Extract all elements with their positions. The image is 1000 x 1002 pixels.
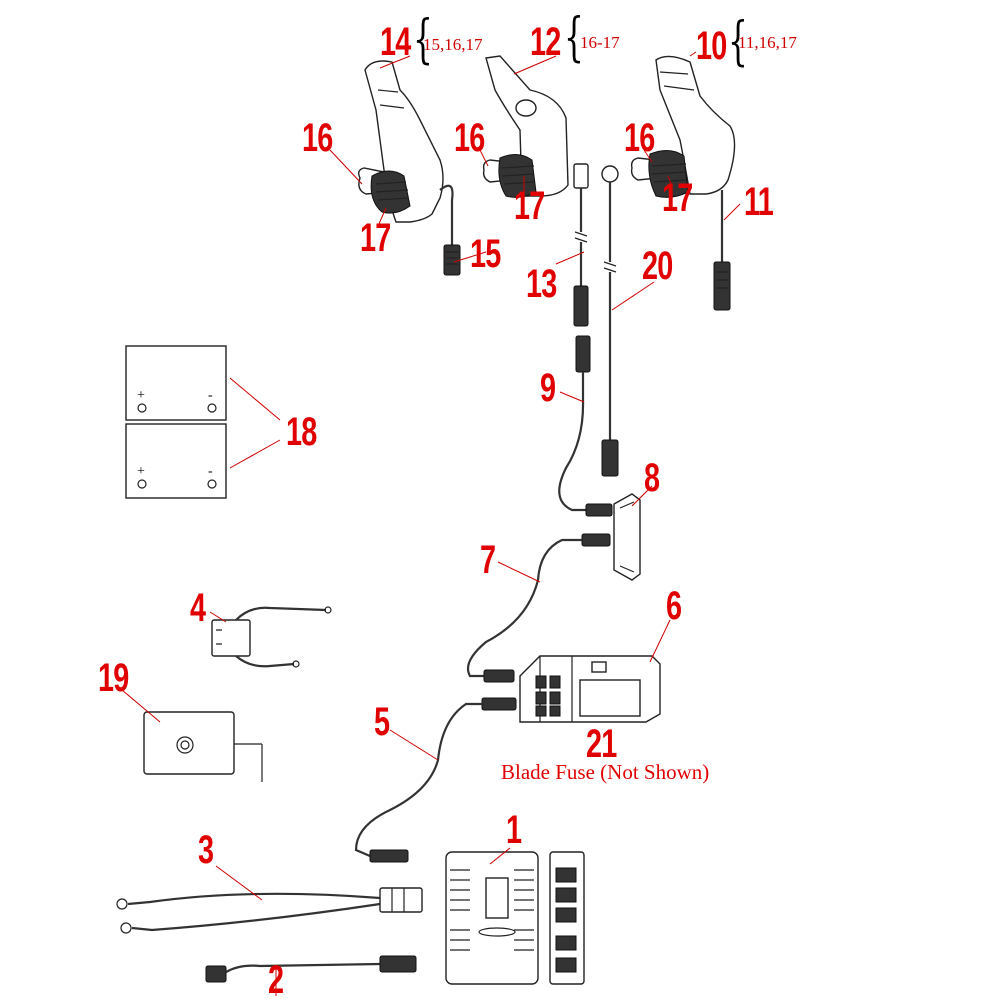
brace-10: { [728,12,748,72]
callout-9: 9 [540,366,556,410]
callout-13: 13 [526,262,557,306]
connector-8 [613,493,641,581]
callout-16-left: 16 [302,116,333,160]
callout-20: 20 [642,244,673,288]
sublist-14: 15,16,17 [423,35,483,54]
controller-box-1 [445,851,585,985]
brace-14: { [413,10,433,70]
sublist-12: 16-17 [580,33,620,52]
callout-8: 8 [644,456,660,500]
blade-fuse-note: Blade Fuse (Not Shown) [501,760,710,784]
cable-20 [601,165,619,477]
callout-15: 15 [470,232,501,276]
cable-7 [466,533,611,683]
callout-3: 3 [198,828,214,872]
controller-14 [357,60,461,276]
callout-6: 6 [666,584,682,628]
controller-10 [630,55,736,311]
callout-12: 12 [530,20,561,64]
module-6 [519,655,661,723]
harness-4 [211,606,332,668]
callout-5: 5 [374,700,390,744]
switch-19 [143,711,263,782]
callout-17-left: 17 [360,216,391,260]
callout-16-middle: 16 [454,116,485,160]
cable-2 [205,955,417,983]
battery-top-minus: - [208,388,213,403]
brace-12: { [564,8,584,68]
callout-7: 7 [480,538,496,582]
callout-10: 10 [696,24,727,68]
callout-16-right: 16 [624,116,655,160]
callout-19: 19 [98,656,129,700]
callout-11: 11 [744,180,774,224]
sublist-10: 11,16,17 [738,33,797,52]
cable-13 [573,163,589,327]
callout-18: 18 [286,410,317,454]
cable-3 [116,887,423,934]
callout-21: 21 [586,722,617,766]
cable-5 [354,697,517,863]
battery-bottom-minus: - [208,464,213,479]
callout-14: 14 [380,20,411,64]
callout-4: 4 [190,586,206,630]
callout-17-middle: 17 [514,184,545,228]
callout-1: 1 [506,808,522,852]
batteries-18 [125,345,227,499]
callout-2: 2 [268,958,284,1002]
callout-17-right: 17 [662,176,693,220]
battery-bottom-plus: + [137,464,145,479]
leader-lines [121,51,741,996]
cable-9 [558,335,613,517]
battery-top-plus: + [137,388,145,403]
controller-12 [482,55,569,198]
